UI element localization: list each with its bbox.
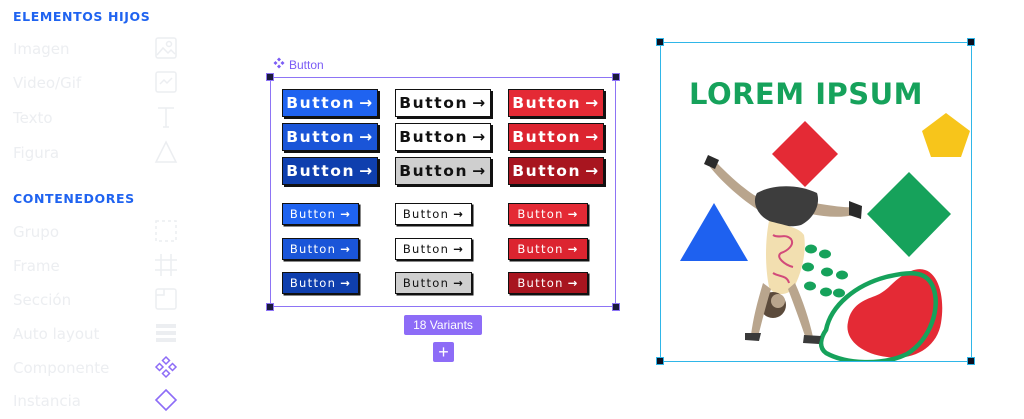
component-icon (154, 355, 178, 379)
green-diamond-shape (867, 172, 951, 257)
button-variant-red-large-pressed[interactable]: Button→ (508, 157, 604, 185)
sidebar-item-label: Figura (13, 144, 60, 162)
button-variant-white-small-hover[interactable]: Button→ (395, 238, 472, 260)
button-variant-red-large[interactable]: Button→ (508, 89, 604, 117)
component-set-frame[interactable]: Button→ Button→ Button→ Button→ Button→ … (266, 73, 620, 311)
button-variant-blue-large-pressed[interactable]: Button→ (282, 157, 378, 185)
button-variant-white-small-pressed[interactable]: Button→ (395, 272, 472, 294)
sidebar-item-label: Texto (13, 109, 53, 127)
button-variant-white-large-hover[interactable]: Button→ (395, 123, 491, 151)
yellow-pentagon-shape (922, 113, 970, 157)
button-variant-blue-small[interactable]: Button→ (282, 203, 359, 225)
sidebar-item-group[interactable]: Grupo (13, 217, 183, 247)
resize-handle-top-left[interactable] (266, 73, 274, 81)
video-gif-icon (154, 70, 178, 94)
poster-title: LOREM IPSUM (689, 77, 924, 111)
green-dots (802, 244, 848, 298)
section-icon (154, 287, 178, 311)
image-icon (154, 36, 178, 60)
poster-artwork (680, 113, 970, 361)
frame-icon (154, 253, 178, 277)
sidebar-item-video-gif[interactable]: Video/Gif (13, 68, 183, 98)
button-variant-white-large[interactable]: Button→ (395, 89, 491, 117)
sidebar-item-label: Sección (13, 291, 72, 309)
poster-frame[interactable]: LOREM IPSUM (660, 42, 972, 362)
auto-layout-icon (154, 321, 178, 345)
resize-handle-bottom-right[interactable] (612, 303, 620, 311)
button-variant-red-large-hover[interactable]: Button→ (508, 123, 604, 151)
sidebar-item-frame[interactable]: Frame (13, 251, 183, 281)
variants-badge[interactable]: 18 Variants (404, 315, 482, 335)
button-variant-blue-large[interactable]: Button→ (282, 89, 378, 117)
sidebar-item-instance[interactable]: Instancia (13, 386, 183, 416)
button-variant-white-large-pressed[interactable]: Button→ (395, 157, 491, 185)
child-elements-title: ELEMENTOS HIJOS (13, 9, 151, 24)
sidebar-item-section[interactable]: Sección (13, 285, 183, 315)
poster-handle-top-right[interactable] (967, 38, 975, 46)
red-blob-shape (847, 269, 943, 358)
sidebar-item-figure[interactable]: Figura (13, 138, 183, 168)
button-variant-red-small-hover[interactable]: Button→ (508, 238, 588, 260)
red-diamond-shape (772, 121, 838, 187)
button-variant-red-small[interactable]: Button→ (508, 203, 588, 225)
sidebar-item-image[interactable]: Imagen (13, 34, 183, 64)
sidebar-item-text[interactable]: Texto (13, 103, 183, 133)
component-set-name: Button (289, 57, 324, 72)
button-variant-blue-small-hover[interactable]: Button→ (282, 238, 359, 260)
cartwheel-figure (704, 155, 862, 344)
sidebar-item-label: Instancia (13, 392, 81, 410)
containers-title: CONTENEDORES (13, 191, 135, 206)
sidebar-item-label: Auto layout (13, 325, 100, 343)
poster-handle-bottom-right[interactable] (967, 357, 975, 365)
button-variant-red-small-pressed[interactable]: Button→ (508, 272, 588, 294)
sidebar-item-label: Video/Gif (13, 74, 82, 92)
group-icon (154, 219, 178, 243)
sidebar-item-label: Grupo (13, 223, 59, 241)
instance-icon (154, 388, 178, 412)
green-outline-shape (818, 270, 938, 361)
poster-handle-top-left[interactable] (656, 38, 664, 46)
sidebar-item-component[interactable]: Componente (13, 353, 183, 383)
sidebar-item-label: Componente (13, 359, 110, 377)
text-icon (154, 105, 178, 129)
resize-handle-top-right[interactable] (612, 73, 620, 81)
sidebar-item-auto-layout[interactable]: Auto layout (13, 319, 183, 349)
component-set-label[interactable]: Button (273, 57, 324, 72)
sidebar-item-label: Frame (13, 257, 60, 275)
add-variant-button[interactable]: + (433, 342, 454, 362)
sidebar-item-label: Imagen (13, 40, 70, 58)
component-icon (273, 57, 285, 72)
poster-handle-bottom-left[interactable] (656, 357, 664, 365)
blue-triangle-shape (680, 203, 748, 261)
triangle-shape-icon (154, 140, 178, 164)
plus-icon: + (438, 341, 449, 362)
button-variant-white-small[interactable]: Button→ (395, 203, 472, 225)
button-variant-blue-large-hover[interactable]: Button→ (282, 123, 378, 151)
button-variant-blue-small-pressed[interactable]: Button→ (282, 272, 359, 294)
resize-handle-bottom-left[interactable] (266, 303, 274, 311)
